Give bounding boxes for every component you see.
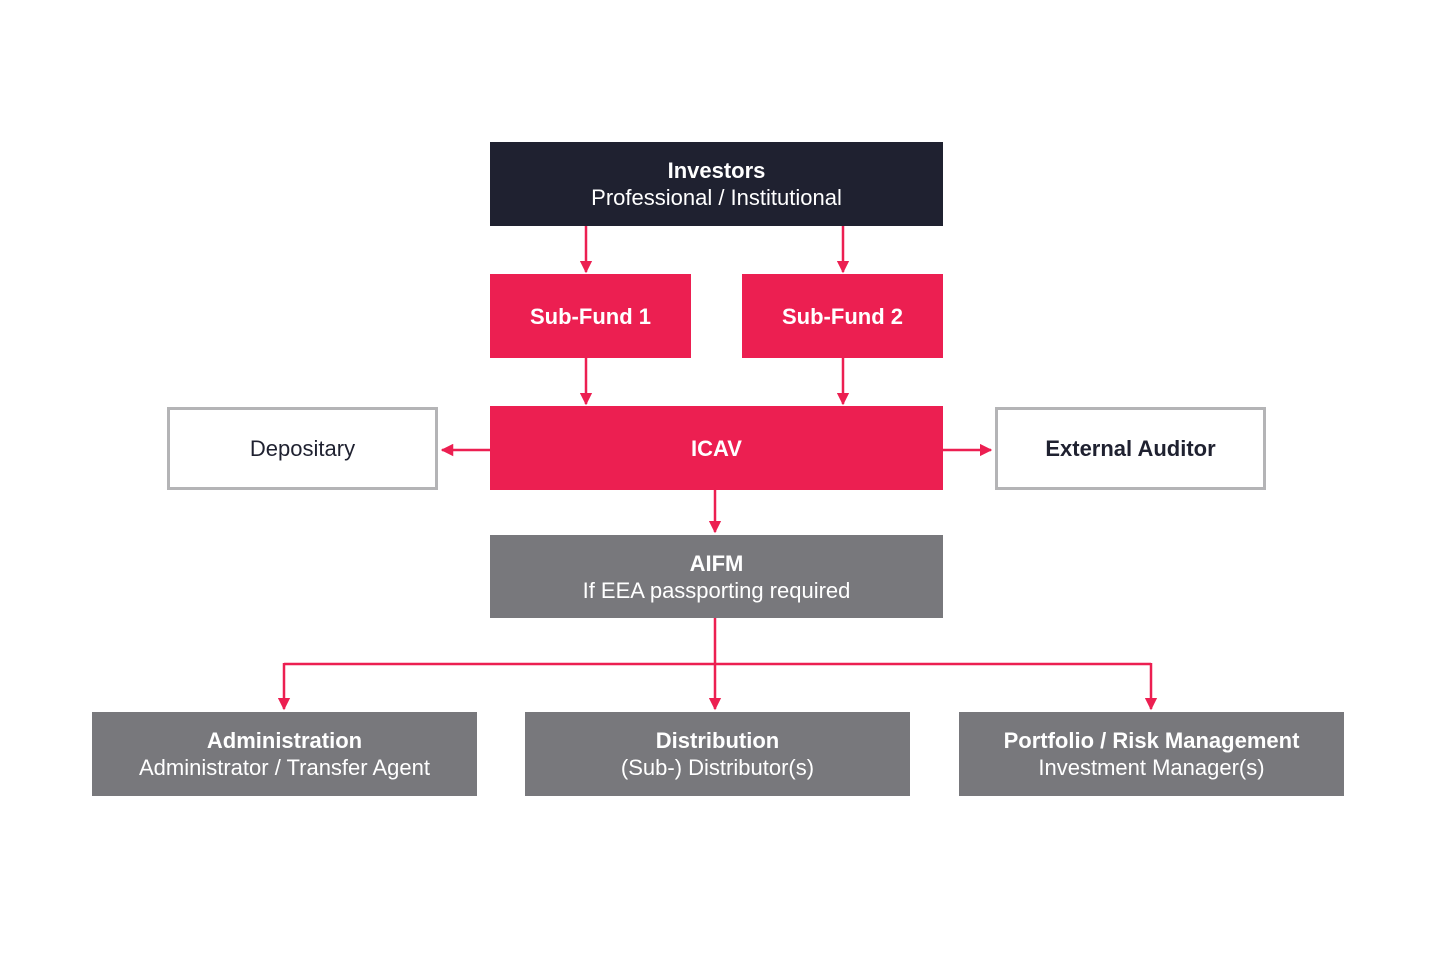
subfund2-node: Sub-Fund 2 <box>742 274 943 358</box>
subfund1-node: Sub-Fund 1 <box>490 274 691 358</box>
aifm-subtitle: If EEA passporting required <box>582 577 851 603</box>
distribution-node: Distribution (Sub-) Distributor(s) <box>525 712 910 796</box>
administration-title: Administration <box>206 728 363 753</box>
external-auditor-node: External Auditor <box>995 407 1266 490</box>
portfolio-title: Portfolio / Risk Management <box>1003 728 1300 753</box>
portfolio-subtitle: Investment Manager(s) <box>1038 755 1265 780</box>
external-auditor-title: External Auditor <box>1045 436 1216 461</box>
icav-node: ICAV <box>490 406 943 490</box>
investors-title: Investors <box>667 158 766 183</box>
aifm-node: AIFM If EEA passporting required <box>490 535 943 618</box>
aifm-title: AIFM <box>689 550 744 576</box>
distribution-title: Distribution <box>655 728 780 753</box>
investors-node: Investors Professional / Institutional <box>490 142 943 226</box>
depositary-title: Depositary <box>249 436 356 461</box>
administration-subtitle: Administrator / Transfer Agent <box>138 755 431 780</box>
distribution-subtitle: (Sub-) Distributor(s) <box>620 755 815 780</box>
portfolio-node: Portfolio / Risk Management Investment M… <box>959 712 1344 796</box>
subfund2-title: Sub-Fund 2 <box>782 303 903 329</box>
depositary-node: Depositary <box>167 407 438 490</box>
subfund1-title: Sub-Fund 1 <box>530 303 651 329</box>
investors-subtitle: Professional / Institutional <box>591 185 842 210</box>
icav-title: ICAV <box>691 435 742 461</box>
administration-node: Administration Administrator / Transfer … <box>92 712 477 796</box>
